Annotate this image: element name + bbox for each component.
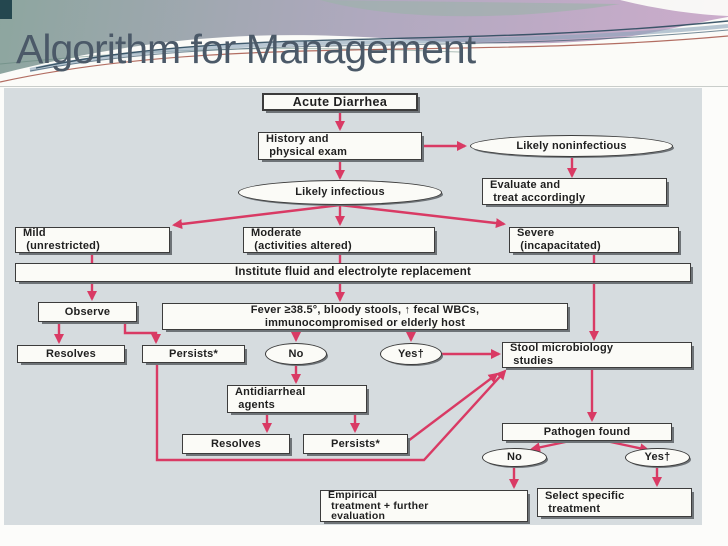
node-resolves-1: Resolves xyxy=(17,345,125,363)
node-history-physical-exam: History and physical exam xyxy=(258,132,422,160)
node-antidiarrheal-agents: Antidiarrheal agents xyxy=(227,385,367,413)
node-moderate: Moderate (activities altered) xyxy=(243,227,435,253)
node-yes-2: Yes† xyxy=(625,448,690,467)
node-persists-2: Persists* xyxy=(303,434,408,454)
node-evaluate-treat: Evaluate and treat accordingly xyxy=(482,178,667,205)
node-likely-infectious: Likely infectious xyxy=(238,180,442,205)
node-persists-1: Persists* xyxy=(142,345,245,363)
node-pathogen-found: Pathogen found xyxy=(502,423,672,441)
node-fever-criteria: Fever ≥38.5°, bloody stools, ↑ fecal WBC… xyxy=(162,303,568,330)
slide-title: Algorithm for Management xyxy=(16,26,476,72)
node-stool-microbiology: Stool microbiology studies xyxy=(502,342,692,368)
header-banner: Algorithm for Management xyxy=(0,0,728,87)
node-acute-diarrhea: Acute Diarrhea xyxy=(262,93,418,111)
flowchart-canvas: Acute Diarrhea History and physical exam… xyxy=(4,88,702,525)
node-institute-fluid: Institute fluid and electrolyte replacem… xyxy=(15,263,691,282)
header-wave-graphic xyxy=(0,0,728,86)
node-severe: Severe (incapacitated) xyxy=(509,227,679,253)
node-no-1: No xyxy=(265,343,327,365)
node-resolves-2: Resolves xyxy=(182,434,290,454)
node-no-2: No xyxy=(482,448,547,467)
node-mild: Mild (unrestricted) xyxy=(15,227,170,253)
node-observe: Observe xyxy=(38,302,137,322)
node-yes-1: Yes† xyxy=(380,343,442,365)
node-likely-noninfectious: Likely noninfectious xyxy=(470,135,673,157)
node-select-specific-treatment: Select specific treatment xyxy=(537,488,692,517)
node-empirical-treatment: Empirical treatment + further evaluation xyxy=(320,489,528,522)
